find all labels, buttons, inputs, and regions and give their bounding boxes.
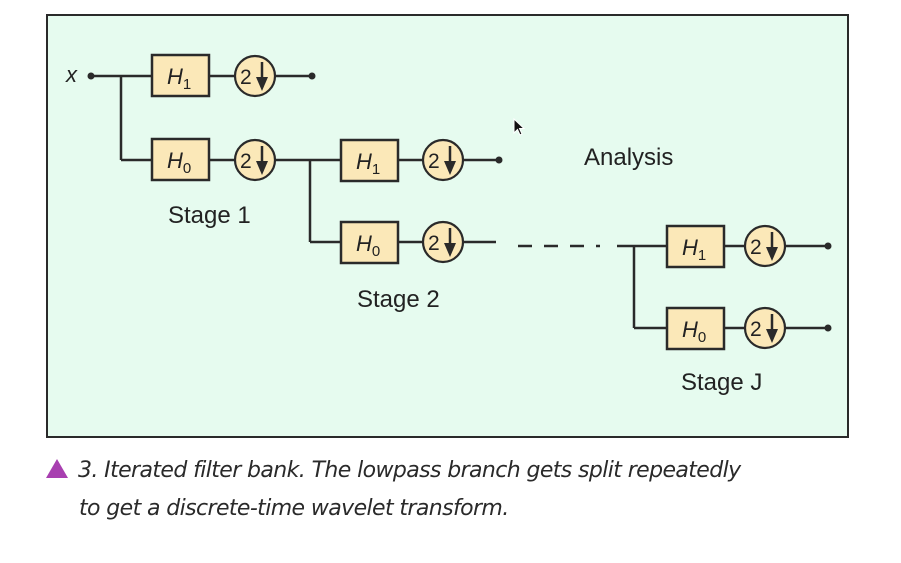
stage-1-lowpass-downsampler: 2	[233, 138, 277, 182]
down-arrow-icon	[766, 247, 778, 261]
stage-j-lowpass-filter: H0	[665, 306, 726, 351]
stage-j-label: Stage J	[681, 369, 762, 396]
caption-line-2: to get a discrete-time wavelet transform…	[79, 496, 509, 521]
down-arrow-icon	[444, 161, 456, 175]
stage-2-lowpass-filter: H0	[339, 220, 400, 265]
caption-line-1: 3. Iterated filter bank. The lowpass bra…	[78, 458, 741, 483]
analysis-label: Analysis	[584, 144, 673, 171]
figure-caption: 3. Iterated filter bank. The lowpass bra…	[46, 452, 866, 528]
signal-wires	[91, 74, 828, 330]
filter-label: H1	[356, 149, 380, 178]
stage-2-label: Stage 2	[357, 286, 440, 313]
svg-text:2: 2	[428, 232, 440, 255]
stage-1-highpass-downsampler: 2	[233, 54, 277, 98]
input-node	[87, 72, 95, 80]
svg-text:2: 2	[750, 236, 762, 259]
stage-j-lowpass-downsampler: 2	[743, 306, 787, 350]
stage-j-highpass-filter: H1	[665, 224, 726, 269]
down-arrow-icon	[444, 243, 456, 257]
stage-2-highpass-downsampler: 2	[421, 138, 465, 182]
stage-1-highpass-filter: H1	[150, 53, 211, 98]
svg-text:2: 2	[240, 150, 252, 173]
stage-1-lowpass-filter: H0	[150, 137, 211, 182]
stage-2-lowpass-downsampler: 2	[421, 220, 465, 264]
svg-text:2: 2	[240, 66, 252, 89]
stage-j-lowpass-output	[824, 324, 832, 332]
triangle-marker-icon	[46, 459, 68, 478]
down-arrow-icon	[766, 329, 778, 343]
stage-2-highpass-filter: H1	[339, 138, 400, 183]
mouse-cursor-icon	[513, 118, 526, 136]
svg-text:2: 2	[750, 318, 762, 341]
stage-j-highpass-downsampler: 2	[743, 224, 787, 268]
stage-2-highpass-output	[495, 156, 503, 164]
stage-1-highpass-output	[308, 72, 316, 80]
stage-1-label: Stage 1	[168, 202, 251, 229]
down-arrow-icon	[256, 77, 268, 91]
svg-text:2: 2	[428, 150, 440, 173]
input-label: x	[65, 62, 78, 87]
down-arrow-icon	[256, 161, 268, 175]
stage-j-highpass-output	[824, 242, 832, 250]
